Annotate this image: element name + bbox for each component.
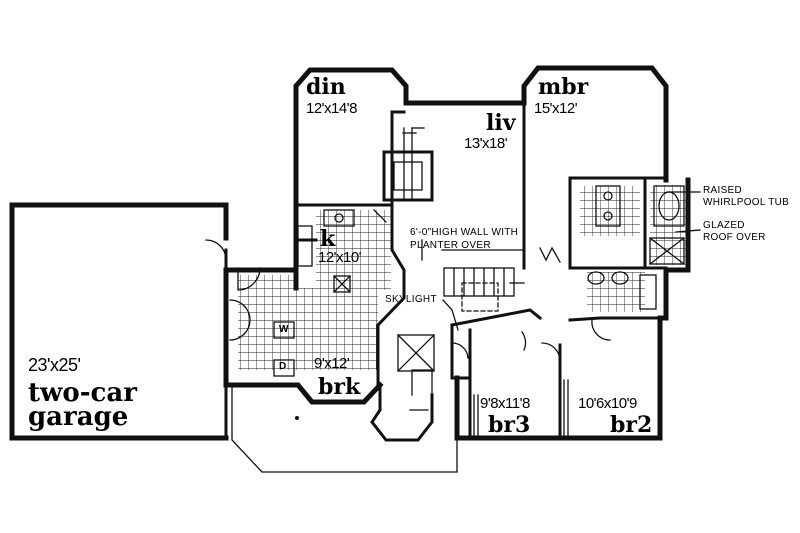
whirlpool-note-line1: RAISED — [703, 185, 743, 196]
wall-note-line1: 6'-0"HIGH WALL WITH — [410, 227, 519, 238]
washer-label: W — [279, 324, 289, 335]
whirlpool-note-line2: WHIRLPOOL TUB — [703, 197, 790, 208]
interior-walls — [294, 101, 668, 440]
breakfast-dims: 9'x12' — [314, 355, 350, 372]
living-room-dims: 13'x18' — [464, 135, 508, 152]
master-bedroom-name: mbr — [538, 74, 589, 100]
bedroom2-name: br2 — [610, 412, 653, 438]
fixtures — [273, 127, 685, 437]
bedroom3-name: br3 — [488, 412, 531, 438]
kitchen-name: k — [320, 226, 336, 252]
roof-note-line2: ROOF OVER — [703, 232, 766, 243]
breakfast-name: brk — [318, 374, 361, 400]
garage-dims: 23'x25' — [28, 355, 81, 375]
bedroom2-dims: 10'6x10'9 — [578, 395, 637, 412]
dining-room-name: din — [306, 74, 346, 100]
skylight-note: SKYLIGHT — [385, 294, 437, 305]
dryer-label: D — [279, 361, 287, 372]
garage-name-line2: garage — [28, 402, 129, 432]
bedroom3-dims: 9'8x11'8 — [480, 395, 530, 412]
roof-note-line1: GLAZED — [703, 220, 745, 231]
living-room-name: liv — [486, 110, 516, 136]
master-bedroom-dims: 15'x12' — [534, 100, 578, 117]
dining-room-dims: 12'x14'8 — [306, 100, 357, 117]
door-swings — [229, 246, 611, 411]
marker-dot — [295, 416, 299, 420]
leader-lines — [373, 132, 701, 331]
kitchen-dims: 12'x10' — [318, 249, 362, 266]
wall-note-line2: PLANTER OVER — [410, 240, 491, 251]
garage-name-line1: two-car — [28, 378, 137, 408]
